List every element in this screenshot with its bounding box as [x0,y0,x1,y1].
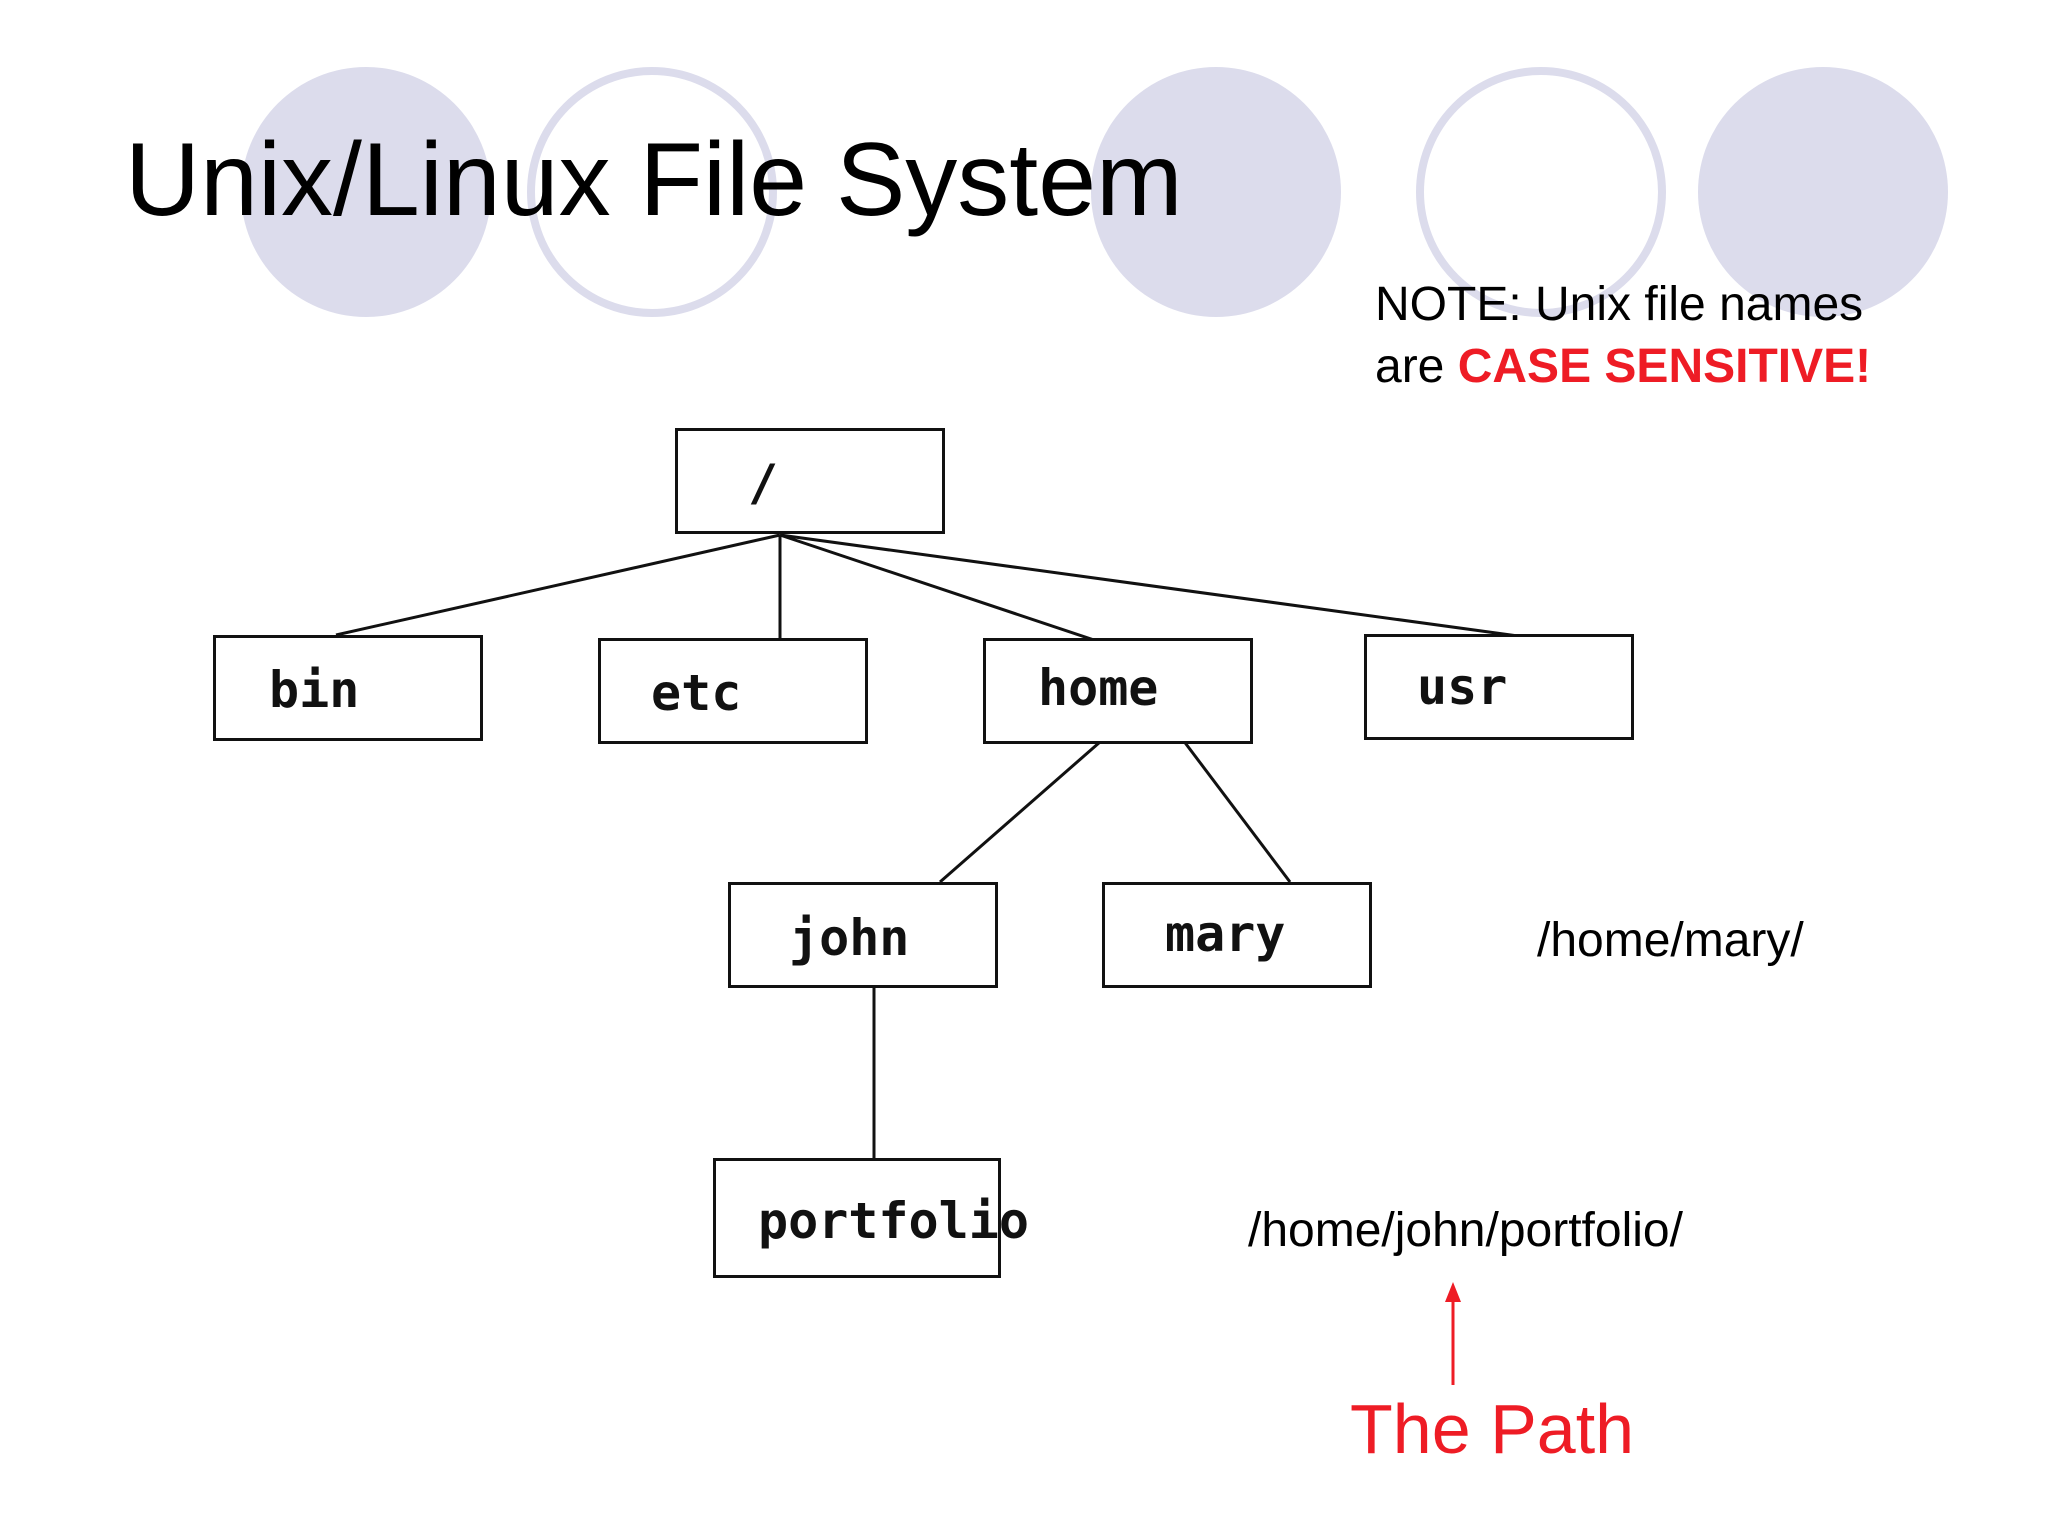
deco-circle-filled [241,67,491,317]
the-path-label: The Path [1350,1390,1635,1468]
case-sensitivity-note: NOTE: Unix file names are CASE SENSITIVE… [1375,274,1871,398]
dir-label-root: / [748,454,779,512]
slide-title: Unix/Linux File System [125,122,1183,238]
dir-label-john: john [789,909,910,967]
dir-label-etc: etc [651,664,742,722]
note-emphasis: CASE SENSITIVE! [1457,340,1872,393]
dir-label-home: home [1038,659,1159,717]
deco-circle-filled [1698,67,1948,317]
dir-node-usr: usr [1364,634,1634,740]
dir-node-mary: mary [1102,882,1372,988]
edge-root-bin [335,533,781,637]
path-arrow-head [1445,1282,1461,1302]
dir-label-bin: bin [269,661,360,719]
dir-node-john: john [728,882,998,988]
note-line-2: are CASE SENSITIVE! [1375,336,1871,398]
note-line-1: NOTE: Unix file names [1375,278,1864,331]
edge-root-usr [779,533,1519,638]
deco-circle-filled [1091,67,1341,317]
dir-node-portfolio: portfolio [713,1158,1029,1278]
path-portfolio: /home/john/portfolio/ [1248,1204,1683,1257]
dir-label-mary: mary [1165,905,1286,963]
dir-node-home: home [983,638,1253,744]
deco-circle-outline [527,67,777,317]
note-line-2-prefix: are [1375,340,1458,393]
deco-circle-outline [1416,67,1666,317]
dir-node-bin: bin [213,635,483,741]
edge-home-john [939,740,1101,884]
dir-node-etc: etc [598,638,868,744]
edge-home-mary [1181,739,1292,883]
dir-label-portfolio: portfolio [758,1192,1029,1250]
path-mary: /home/mary/ [1537,914,1804,967]
dir-label-usr: usr [1417,658,1508,716]
edge-root-home [779,533,1101,644]
dir-node-root: / [675,428,945,534]
